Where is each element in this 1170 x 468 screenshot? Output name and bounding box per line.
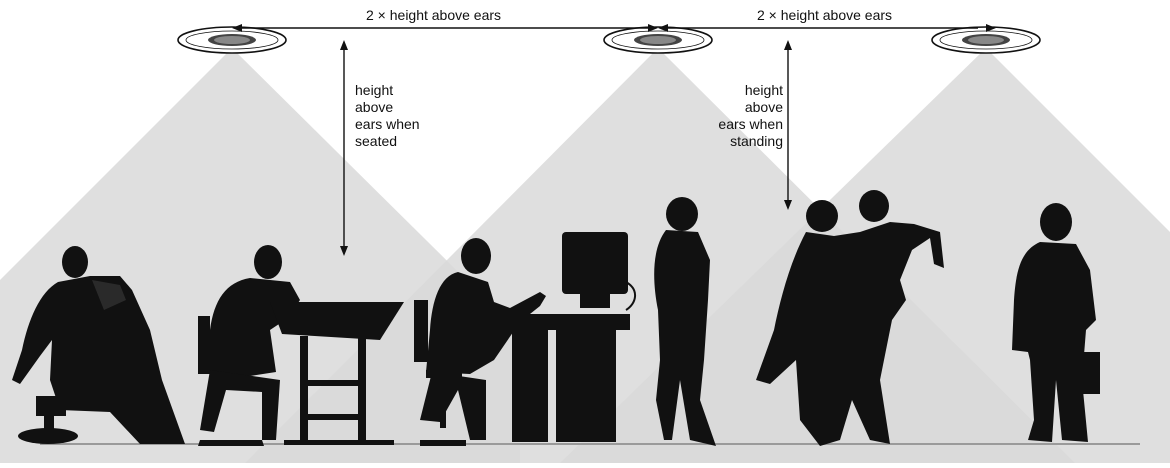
ceiling-speaker-center — [604, 27, 712, 53]
spacing-label-right: 2 × height above ears — [757, 7, 892, 24]
height-label-standing-line: above — [718, 99, 783, 116]
ceiling-speaker-left — [178, 27, 286, 53]
height-label-standing-line: standing — [718, 133, 783, 150]
height-label-seated: height above ears when seated — [355, 82, 420, 150]
height-label-seated-line: seated — [355, 133, 420, 150]
spacing-arrow-left — [232, 24, 658, 32]
height-label-seated-line: height — [355, 82, 420, 99]
height-label-seated-line: above — [355, 99, 420, 116]
height-label-standing-line: ears when — [718, 116, 783, 133]
height-label-standing-line: height — [718, 82, 783, 99]
height-label-seated-line: ears when — [355, 116, 420, 133]
spacing-label-left: 2 × height above ears — [366, 7, 501, 24]
height-label-standing: height above ears when standing — [718, 82, 783, 150]
